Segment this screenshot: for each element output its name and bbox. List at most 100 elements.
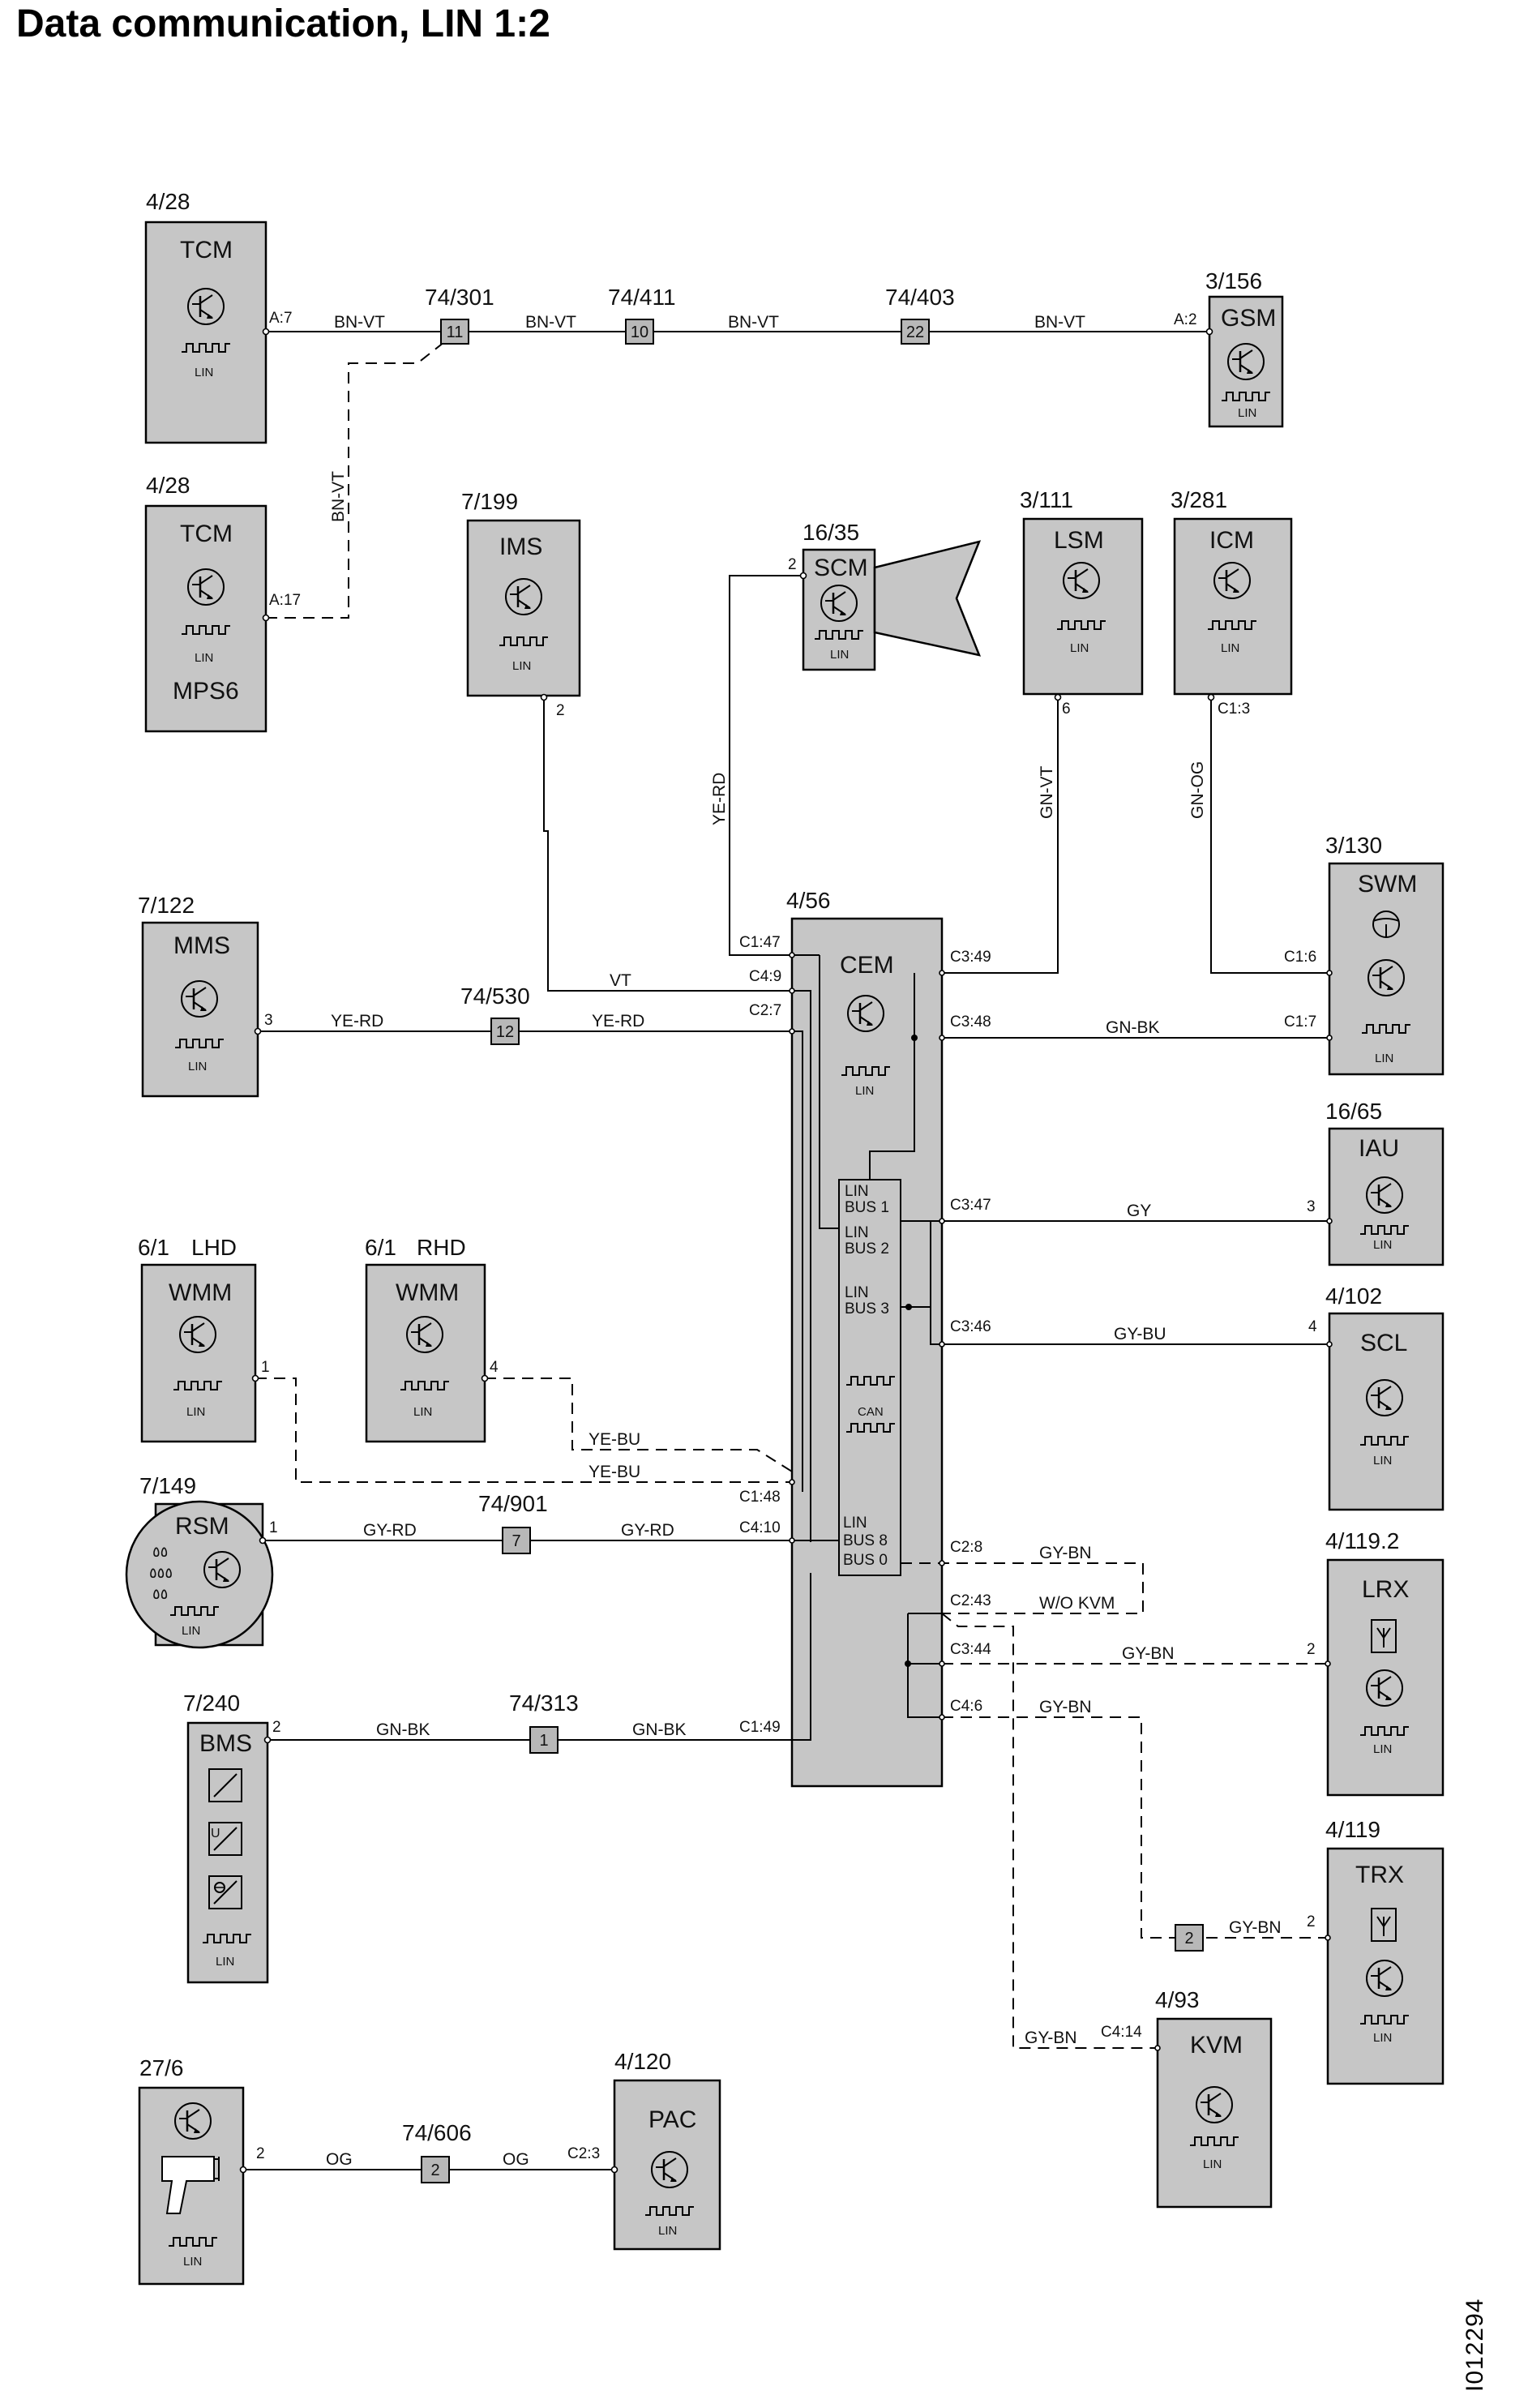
trx-name: TRX — [1355, 1862, 1404, 1888]
cem-pin-c1-47: C1:47 — [739, 934, 781, 951]
swm-pin1: C1:6 — [1284, 949, 1316, 966]
rsm-name: RSM — [175, 1513, 229, 1540]
cem-bus2-b: BUS 2 — [845, 1240, 889, 1258]
tcm2-pin: A:17 — [269, 592, 301, 609]
svg-text:2: 2 — [430, 2162, 439, 2179]
svg-text:12: 12 — [496, 1023, 514, 1041]
splice-74-901: 7 74/901 — [478, 1491, 548, 1554]
splice-trx: 2 — [1175, 1924, 1204, 1952]
cem-can-label: CAN — [858, 1405, 884, 1419]
bms-lin-label: LIN — [216, 1955, 234, 1969]
tcm-mps6-module: 4/28 TCM LIN MPS6 A:17 — [144, 473, 301, 733]
wire-label: GY-BN — [1122, 1644, 1175, 1663]
wire-label: GY-RD — [621, 1521, 674, 1540]
cem-bus0: BUS 0 — [843, 1552, 888, 1569]
comp27-lin-label: LIN — [183, 2255, 202, 2269]
cem-bus1-b: BUS 1 — [845, 1199, 889, 1216]
splice-74-530: 12 74/530 — [460, 983, 530, 1045]
wire-label: GN-OG — [1188, 761, 1207, 819]
steering-wheel-icon — [1372, 910, 1400, 938]
raindrops-icon: ٥٥ ٥٥٥ ٥٥ — [149, 1544, 173, 1602]
kvm-lin-label: LIN — [1203, 2157, 1222, 2171]
svg-text:2: 2 — [1184, 1930, 1193, 1947]
bms-pin: 2 — [272, 1719, 281, 1736]
comp27-ref: 27/6 — [139, 2055, 184, 2080]
kvm-pin: C4:14 — [1101, 2024, 1142, 2041]
cem-pin-c1-48: C1:48 — [739, 1489, 781, 1506]
wmm-rhd-lin-label: LIN — [413, 1405, 432, 1419]
wire-label: BN-VT — [525, 313, 576, 332]
wire-label: VT — [610, 971, 631, 990]
wire-label: OG — [503, 2150, 529, 2169]
cem-pin-c3-46: C3:46 — [950, 1318, 991, 1335]
svg-text:٥٥٥: ٥٥٥ — [149, 1565, 173, 1581]
svg-text:74/313: 74/313 — [509, 1690, 579, 1716]
cem-pin-c2-7: C2:7 — [749, 1002, 781, 1019]
cem-bus8-b: BUS 8 — [843, 1532, 888, 1549]
mms-pin: 3 — [264, 1012, 273, 1029]
bms-u-label: U — [211, 1827, 220, 1840]
wire-label: YE-RD — [710, 773, 729, 825]
tcm-lin-label: LIN — [195, 366, 213, 379]
cem-bus3-a: LIN — [845, 1284, 869, 1301]
icm-name: ICM — [1209, 527, 1254, 554]
scl-lin-label: LIN — [1373, 1454, 1392, 1468]
lsm-module: 3/111 LSM LIN 6 — [1020, 487, 1144, 718]
mms-ref: 7/122 — [138, 893, 195, 918]
wire-label: GN-BK — [632, 1720, 687, 1739]
trx-module: 4/119 TRX LIN 2 — [1307, 1817, 1445, 2085]
handheld-reader-module: 27/6 LIN 2 — [138, 2055, 265, 2286]
svg-text:10: 10 — [631, 323, 648, 341]
icm-lin-label: LIN — [1221, 641, 1239, 655]
wire-label: GY-RD — [363, 1521, 417, 1540]
svg-text:٥٥: ٥٥ — [152, 1544, 168, 1560]
splice-74-313: 1 74/313 — [509, 1690, 579, 1754]
tcm2-ref: 4/28 — [146, 473, 190, 498]
wire-label: GN-BK — [1106, 1018, 1160, 1037]
svg-text:74/403: 74/403 — [885, 285, 955, 310]
horn-icon — [873, 540, 982, 657]
cem-pin-c2-43: C2:43 — [950, 1592, 991, 1609]
trx-ref: 4/119 — [1325, 1817, 1380, 1842]
wire-network — [239, 328, 1333, 2174]
svg-text:22: 22 — [906, 323, 924, 341]
pac-pin: C2:3 — [567, 2145, 600, 2162]
iau-module: 16/65 IAU LIN 3 — [1307, 1099, 1445, 1266]
wmm-lhd-module: 6/1 LHD WMM LIN 1 — [138, 1235, 270, 1443]
antenna-icon — [1371, 1908, 1397, 1942]
splice-74-301: 11 74/301 — [425, 285, 494, 345]
scl-pin: 4 — [1308, 1318, 1317, 1335]
icm-pin: C1:3 — [1218, 701, 1250, 718]
ims-name: IMS — [499, 533, 542, 560]
cem-bus8-a: LIN — [843, 1515, 867, 1532]
rsm-lin-label: LIN — [182, 1624, 200, 1638]
cem-pin-c3-49: C3:49 — [950, 949, 991, 966]
lrx-name: LRX — [1362, 1576, 1409, 1603]
pac-name: PAC — [648, 2106, 696, 2133]
tcm2-lin-label: LIN — [195, 651, 213, 665]
icm-module: 3/281 ICM LIN C1:3 — [1171, 487, 1293, 718]
ims-pin: 2 — [556, 702, 565, 719]
wire-label: YE-RD — [592, 1012, 644, 1030]
iau-lin-label: LIN — [1373, 1238, 1392, 1252]
scl-module: 4/102 SCL LIN 4 — [1308, 1283, 1445, 1511]
page-title: Data communication, LIN 1:2 — [16, 2, 550, 45]
wire-label: BN-VT — [334, 313, 385, 332]
swm-ref: 3/130 — [1325, 833, 1382, 858]
kvm-name: KVM — [1190, 2032, 1243, 2059]
pac-lin-label: LIN — [658, 2224, 677, 2238]
cem-bus1-a: LIN — [845, 1183, 869, 1200]
mms-lin-label: LIN — [188, 1060, 207, 1073]
wmm-lhd-variant: LHD — [191, 1235, 237, 1260]
cem-pin-c4-10: C4:10 — [739, 1519, 781, 1536]
lsm-pin: 6 — [1062, 701, 1071, 718]
cem-pin-c3-47: C3:47 — [950, 1197, 991, 1214]
scm-module: 16/35 SCM LIN 2 — [788, 520, 982, 671]
lsm-lin-label: LIN — [1070, 641, 1089, 655]
wire-label: GY-BU — [1114, 1325, 1166, 1343]
trx-pin: 2 — [1307, 1913, 1316, 1930]
wmm-rhd-module: 6/1 RHD WMM LIN 4 — [365, 1235, 499, 1443]
splice-74-411: 10 74/411 — [608, 285, 676, 345]
cem-bus2-a: LIN — [845, 1224, 869, 1241]
wire-label: GY-BN — [1229, 1918, 1282, 1937]
